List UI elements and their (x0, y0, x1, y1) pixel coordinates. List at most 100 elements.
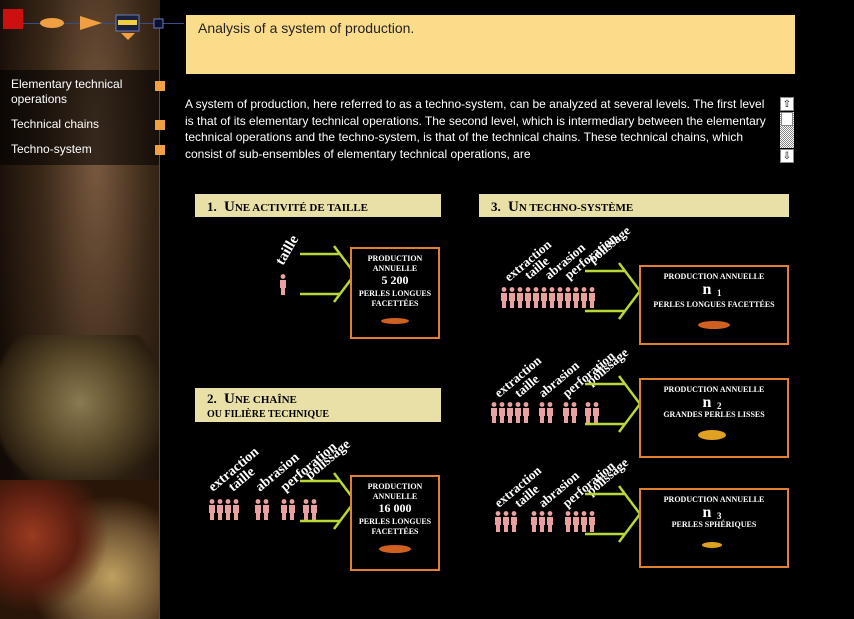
row-2-output-box (639, 378, 789, 458)
nav-top-line (20, 23, 184, 24)
diagram-label: 3. UN TECHNO-SYSTÈME (491, 199, 633, 215)
diagram-label: n (703, 394, 712, 411)
worker-figure-icon (531, 511, 537, 532)
worker-figure-icon (549, 287, 555, 308)
step-label-taille: taille (273, 232, 303, 268)
worker-figure-icon (589, 511, 595, 532)
worker-figure-icon (539, 511, 545, 532)
worker-figure-icon (289, 499, 295, 520)
worker-figure-icon (311, 499, 317, 520)
panel-3: 3. UN TECHNO-SYSTÈME extraction taille a… (479, 194, 789, 568)
scrollbar-thumb[interactable] (781, 112, 793, 126)
nav-bullet-icon[interactable] (155, 81, 165, 91)
menu-icon-bar (118, 20, 137, 25)
row-1-output-box (639, 265, 789, 345)
nav-item-techno-system[interactable]: Techno-system (11, 142, 92, 156)
page-title: Analysis of a system of production. (198, 20, 415, 36)
worker-figure-icon (499, 402, 505, 423)
diagram-label: n (703, 504, 712, 521)
diagram-label: 3 (717, 511, 722, 521)
worker-figure-icon (565, 287, 571, 308)
worker-figure-icon (525, 287, 531, 308)
worker-figure-icon (495, 511, 501, 532)
worker-figure-icon (507, 402, 513, 423)
diagram-label: n (703, 281, 712, 298)
panel-2: 2. UNE CHAÎNE OU FILIÈRE TECHNIQUE extra… (195, 388, 441, 571)
worker-figure-icon (281, 499, 287, 520)
worker-figure-icon (589, 287, 595, 308)
diagram-label: 1 (717, 288, 722, 298)
back-icon[interactable] (40, 18, 64, 28)
chevron-down-icon[interactable] (121, 33, 135, 40)
diagram-label: PRODUCTION ANNUELLE (664, 385, 765, 394)
worker-figure-icon (563, 402, 569, 423)
panel-3-header (479, 194, 789, 217)
scroll-down-button[interactable]: ⇩ (780, 149, 794, 163)
diagram-label: GRANDES PERLES LISSES (663, 410, 765, 419)
worker-figure-icon (573, 511, 579, 532)
diagram-label: 2. UNE CHAÎNE (207, 391, 297, 407)
bowl-of-beads-image (0, 335, 160, 485)
forward-icon[interactable] (80, 16, 102, 30)
workers-group (209, 499, 317, 520)
body-paragraph: A system of production, here referred to… (185, 97, 766, 161)
worker-figure-icon (581, 287, 587, 308)
diagram-label: PERLES LONGUES (359, 289, 432, 298)
scroll-up-button[interactable]: ⇧ (780, 97, 794, 111)
sidebar-photo (0, 0, 160, 619)
diagram-label: ANNUELLE (373, 264, 417, 273)
nav-item-elementary-operations[interactable]: Elementary technical operations (11, 77, 123, 106)
worker-figure-icon (280, 274, 286, 295)
diagram-label: PRODUCTION (368, 254, 423, 263)
arrow-icon (585, 375, 642, 433)
worker-figure-icon (523, 402, 529, 423)
worker-figure-icon (593, 402, 599, 423)
panel-1-header (195, 194, 441, 217)
beads-icon (698, 321, 730, 329)
home-icon[interactable] (3, 9, 23, 29)
nav-bullet-icon[interactable] (155, 120, 165, 130)
diagram-label: FACETTÉES (372, 298, 420, 308)
beads-icon (379, 545, 411, 553)
worker-figure-icon (541, 287, 547, 308)
worker-figure-icon (585, 402, 591, 423)
worker-figure-icon (573, 287, 579, 308)
row-3-output-box (639, 488, 789, 568)
diagram-label: PRODUCTION (368, 482, 423, 491)
worker-figure-icon (509, 287, 515, 308)
diagram-label: 1. UNE ACTIVITÉ DE TAILLE (207, 199, 368, 215)
diagram-label: PERLES LONGUES FACETTÉES (653, 299, 775, 309)
worker-figure-icon (547, 402, 553, 423)
worker-figure-icon (263, 499, 269, 520)
worker-figure-icon (255, 499, 261, 520)
diagram-label: PRODUCTION ANNUELLE (664, 272, 765, 281)
worker-figure-icon (557, 287, 563, 308)
nav-item-technical-chains[interactable]: Technical chains (11, 117, 100, 131)
nav-toolbar (3, 9, 164, 40)
arrow-icon (300, 245, 357, 303)
worker-figure-icon (501, 287, 507, 308)
worker-figure-icon (571, 402, 577, 423)
nav-bullet-icon[interactable] (155, 145, 165, 155)
diagram-label: PERLES SPHÉRIQUES (672, 519, 757, 529)
worker-figure-icon (225, 499, 231, 520)
beads-icon (381, 318, 409, 324)
diagram-label: FACETTÉES (372, 526, 420, 536)
panel-1: 1. UNE ACTIVITÉ DE TAILLE taille PRODUCT… (195, 194, 441, 339)
worker-figure-icon (515, 402, 521, 423)
beads-icon (698, 430, 726, 440)
nav-vertical-line (159, 18, 160, 619)
diagram-label: 2 (717, 401, 722, 411)
worker-figure-icon (547, 511, 553, 532)
panel-1-value: 5 200 (382, 273, 409, 287)
panel-1-number: 1. (207, 199, 217, 214)
panel-2-output-box (350, 475, 440, 571)
worker-figure-icon (303, 499, 309, 520)
techno-row-1: extraction taille abrasion perforation p… (501, 223, 789, 345)
node-icon (153, 18, 164, 29)
worker-figure-icon (539, 402, 545, 423)
worker-figure-icon (565, 511, 571, 532)
diagram-label: PRODUCTION ANNUELLE (664, 495, 765, 504)
diagram-label: PERLES LONGUES (359, 517, 432, 526)
worker-figure-icon (511, 511, 517, 532)
